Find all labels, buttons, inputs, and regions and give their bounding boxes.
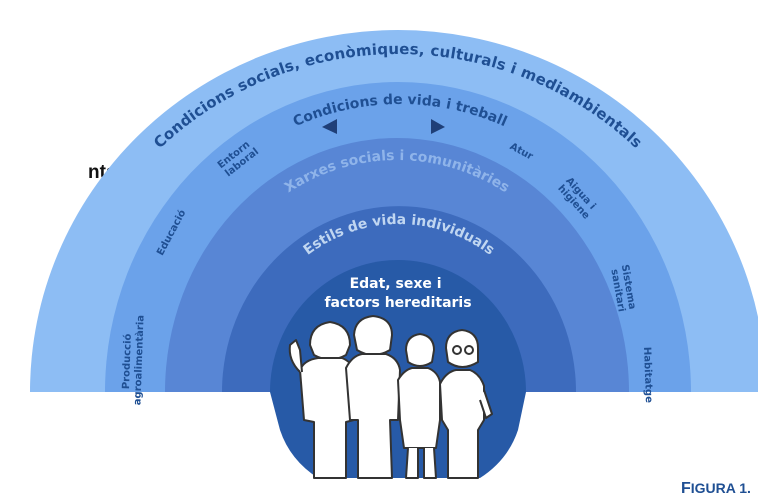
core-label-line2: factors hereditaris bbox=[324, 295, 471, 311]
factor-produccio: Producció agroalimentària bbox=[119, 314, 147, 406]
arrow-right-icon bbox=[431, 119, 445, 134]
person-4 bbox=[439, 329, 493, 479]
figure-caption-rest: IGURA 1. bbox=[690, 480, 751, 496]
person-3 bbox=[397, 333, 441, 479]
svg-text:Producció agroalimentàri: Producció agroalimentària bbox=[119, 314, 146, 405]
factor-habitatge-text: Habitatge bbox=[641, 347, 654, 404]
arrow-left-icon bbox=[322, 119, 337, 134]
factor-produccio-line2: agroalimentària bbox=[131, 315, 146, 406]
figure-caption-first: F bbox=[681, 480, 691, 497]
person-2 bbox=[345, 315, 401, 479]
factor-produccio-line1: Producció bbox=[120, 333, 134, 389]
factor-habitatge: Habitatge bbox=[641, 347, 654, 404]
core-label: Edat, sexe i factors hereditaris bbox=[324, 276, 471, 311]
person-1 bbox=[288, 321, 356, 479]
figure-caption: FIGURA 1. bbox=[681, 480, 751, 498]
people-illustration bbox=[288, 315, 493, 479]
core-label-line1: Edat, sexe i bbox=[350, 276, 442, 292]
